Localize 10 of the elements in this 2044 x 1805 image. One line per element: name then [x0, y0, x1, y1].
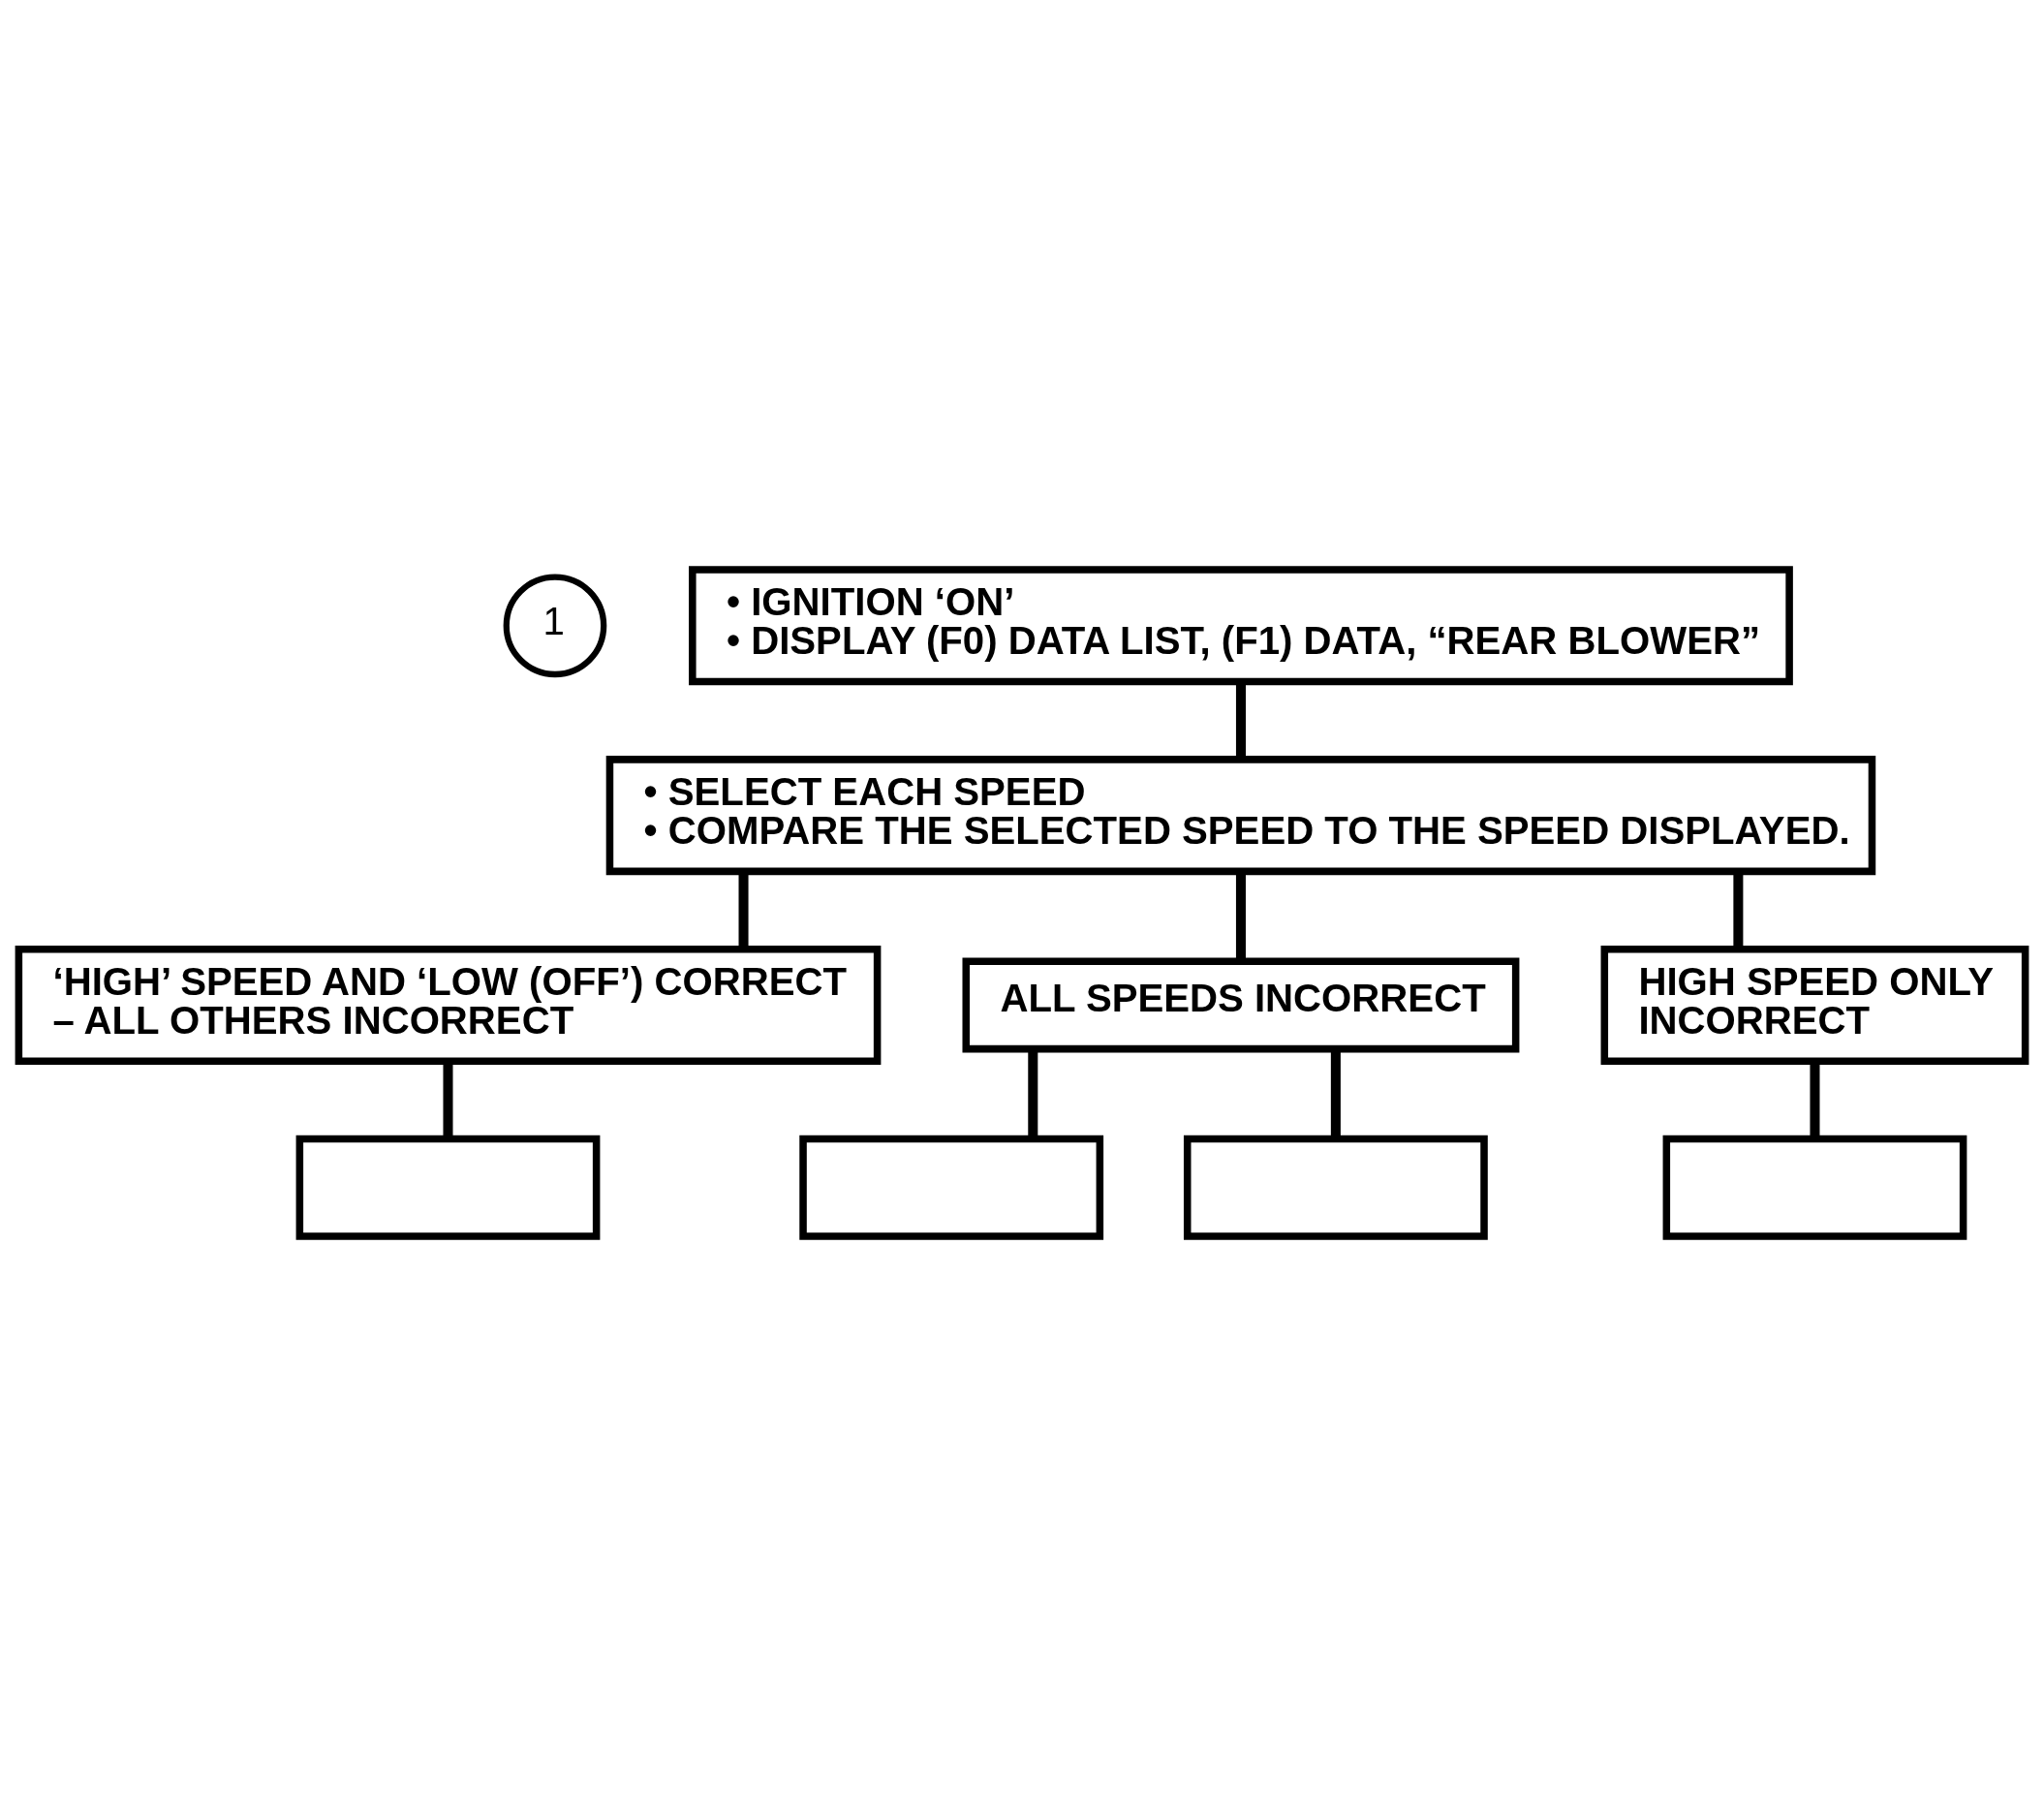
- node-box: ALL SPEEDS INCORRECT: [962, 957, 1520, 1052]
- node-box: HIGH SPEED ONLY INCORRECT: [1600, 945, 2029, 1065]
- node-box: [799, 1135, 1104, 1240]
- node-circle: 1: [503, 573, 607, 677]
- node-box: [1662, 1135, 1967, 1240]
- node-box: [1183, 1135, 1488, 1240]
- node-box: • SELECT EACH SPEED • COMPARE THE SELECTED SPEED TO THE SPEED DISPLAYED.: [605, 755, 1876, 875]
- node-box: • IGNITION ‘ON’ • DISPLAY (F0) DATA LIST, (F1) DATA, “REAR BLOWER”: [689, 565, 1793, 685]
- node-box: [295, 1135, 601, 1240]
- node-box: ‘HIGH’ SPEED AND ‘LOW (OFF’) CORRECT – ALL OTHERS INCORRECT: [15, 945, 882, 1065]
